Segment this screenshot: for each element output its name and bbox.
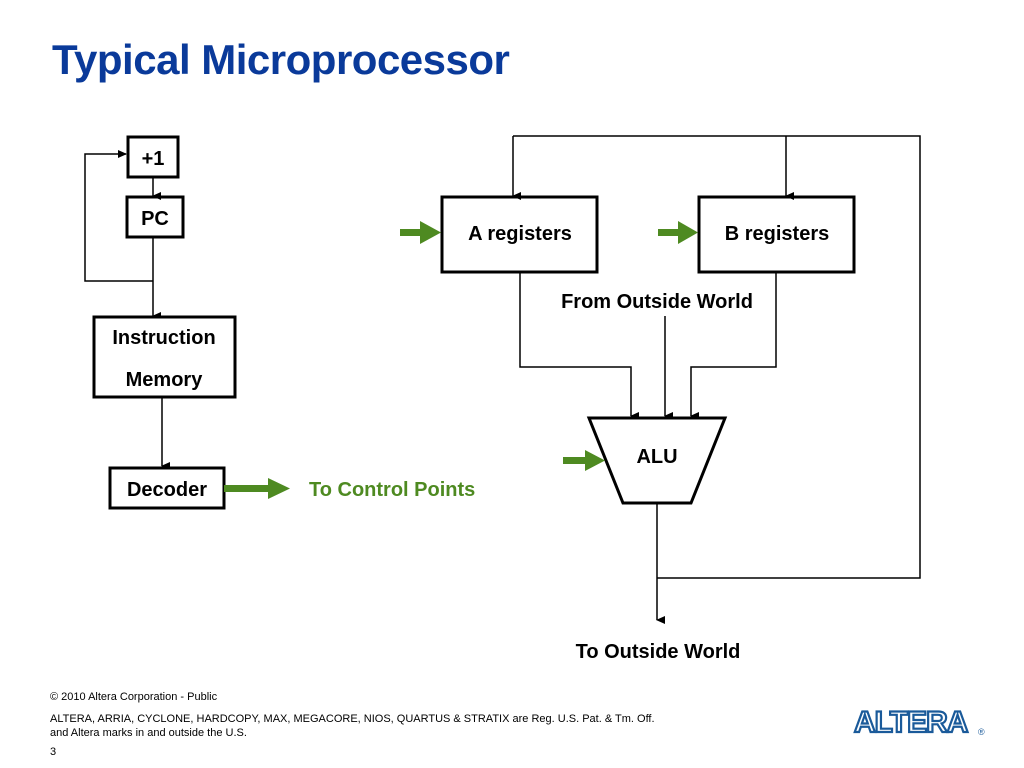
altera-logo: ALTERA ®: [852, 705, 992, 744]
control-points-arrow: [224, 478, 290, 499]
slide-title: Typical Microprocessor: [52, 36, 510, 83]
imem-label-line2: Memory: [126, 369, 204, 391]
a-to-alu-arrow: [519, 272, 639, 420]
page-number: 3: [50, 746, 57, 758]
alu-block: ALU: [586, 416, 728, 505]
alu-label: ALU: [636, 446, 677, 468]
pc-block: PC: [125, 195, 185, 239]
pc-feedback-loop: [84, 150, 153, 282]
feedback-bus: [513, 135, 921, 579]
to-outside-world-label: To Outside World: [576, 641, 741, 663]
logo-registered-mark: ®: [978, 727, 985, 737]
logo-wordmark: ALTERA: [854, 706, 968, 739]
trademark-line-1: ALTERA, ARRIA, CYCLONE, HARDCOPY, MAX, M…: [50, 713, 655, 725]
from-outside-world-label: From Outside World: [561, 291, 753, 313]
to-control-points-label: To Control Points: [309, 479, 475, 501]
trademark-line-2: and Altera marks in and outside the U.S.: [50, 727, 247, 739]
b-to-alu-arrow: [690, 272, 777, 420]
b-registers-label: B registers: [725, 223, 830, 245]
copyright-text: © 2010 Altera Corporation - Public: [50, 691, 218, 703]
pc-label: PC: [141, 208, 169, 230]
alu-control-arrow: [563, 450, 605, 471]
decoder-label: Decoder: [127, 479, 207, 501]
b-registers-block: B registers: [697, 195, 856, 274]
altera-logo-icon: ALTERA ®: [853, 705, 985, 740]
plus-one-label: +1: [142, 148, 165, 170]
decoder-block: Decoder: [108, 466, 226, 510]
b-registers-control-arrow: [658, 221, 698, 244]
a-registers-control-arrow: [400, 221, 441, 244]
instruction-memory-block: Instruction Memory: [92, 315, 237, 399]
plus-one-block: +1: [126, 135, 180, 179]
a-registers-label: A registers: [468, 223, 572, 245]
a-registers-block: A registers: [440, 195, 599, 274]
imem-label-line1: Instruction: [112, 327, 215, 349]
